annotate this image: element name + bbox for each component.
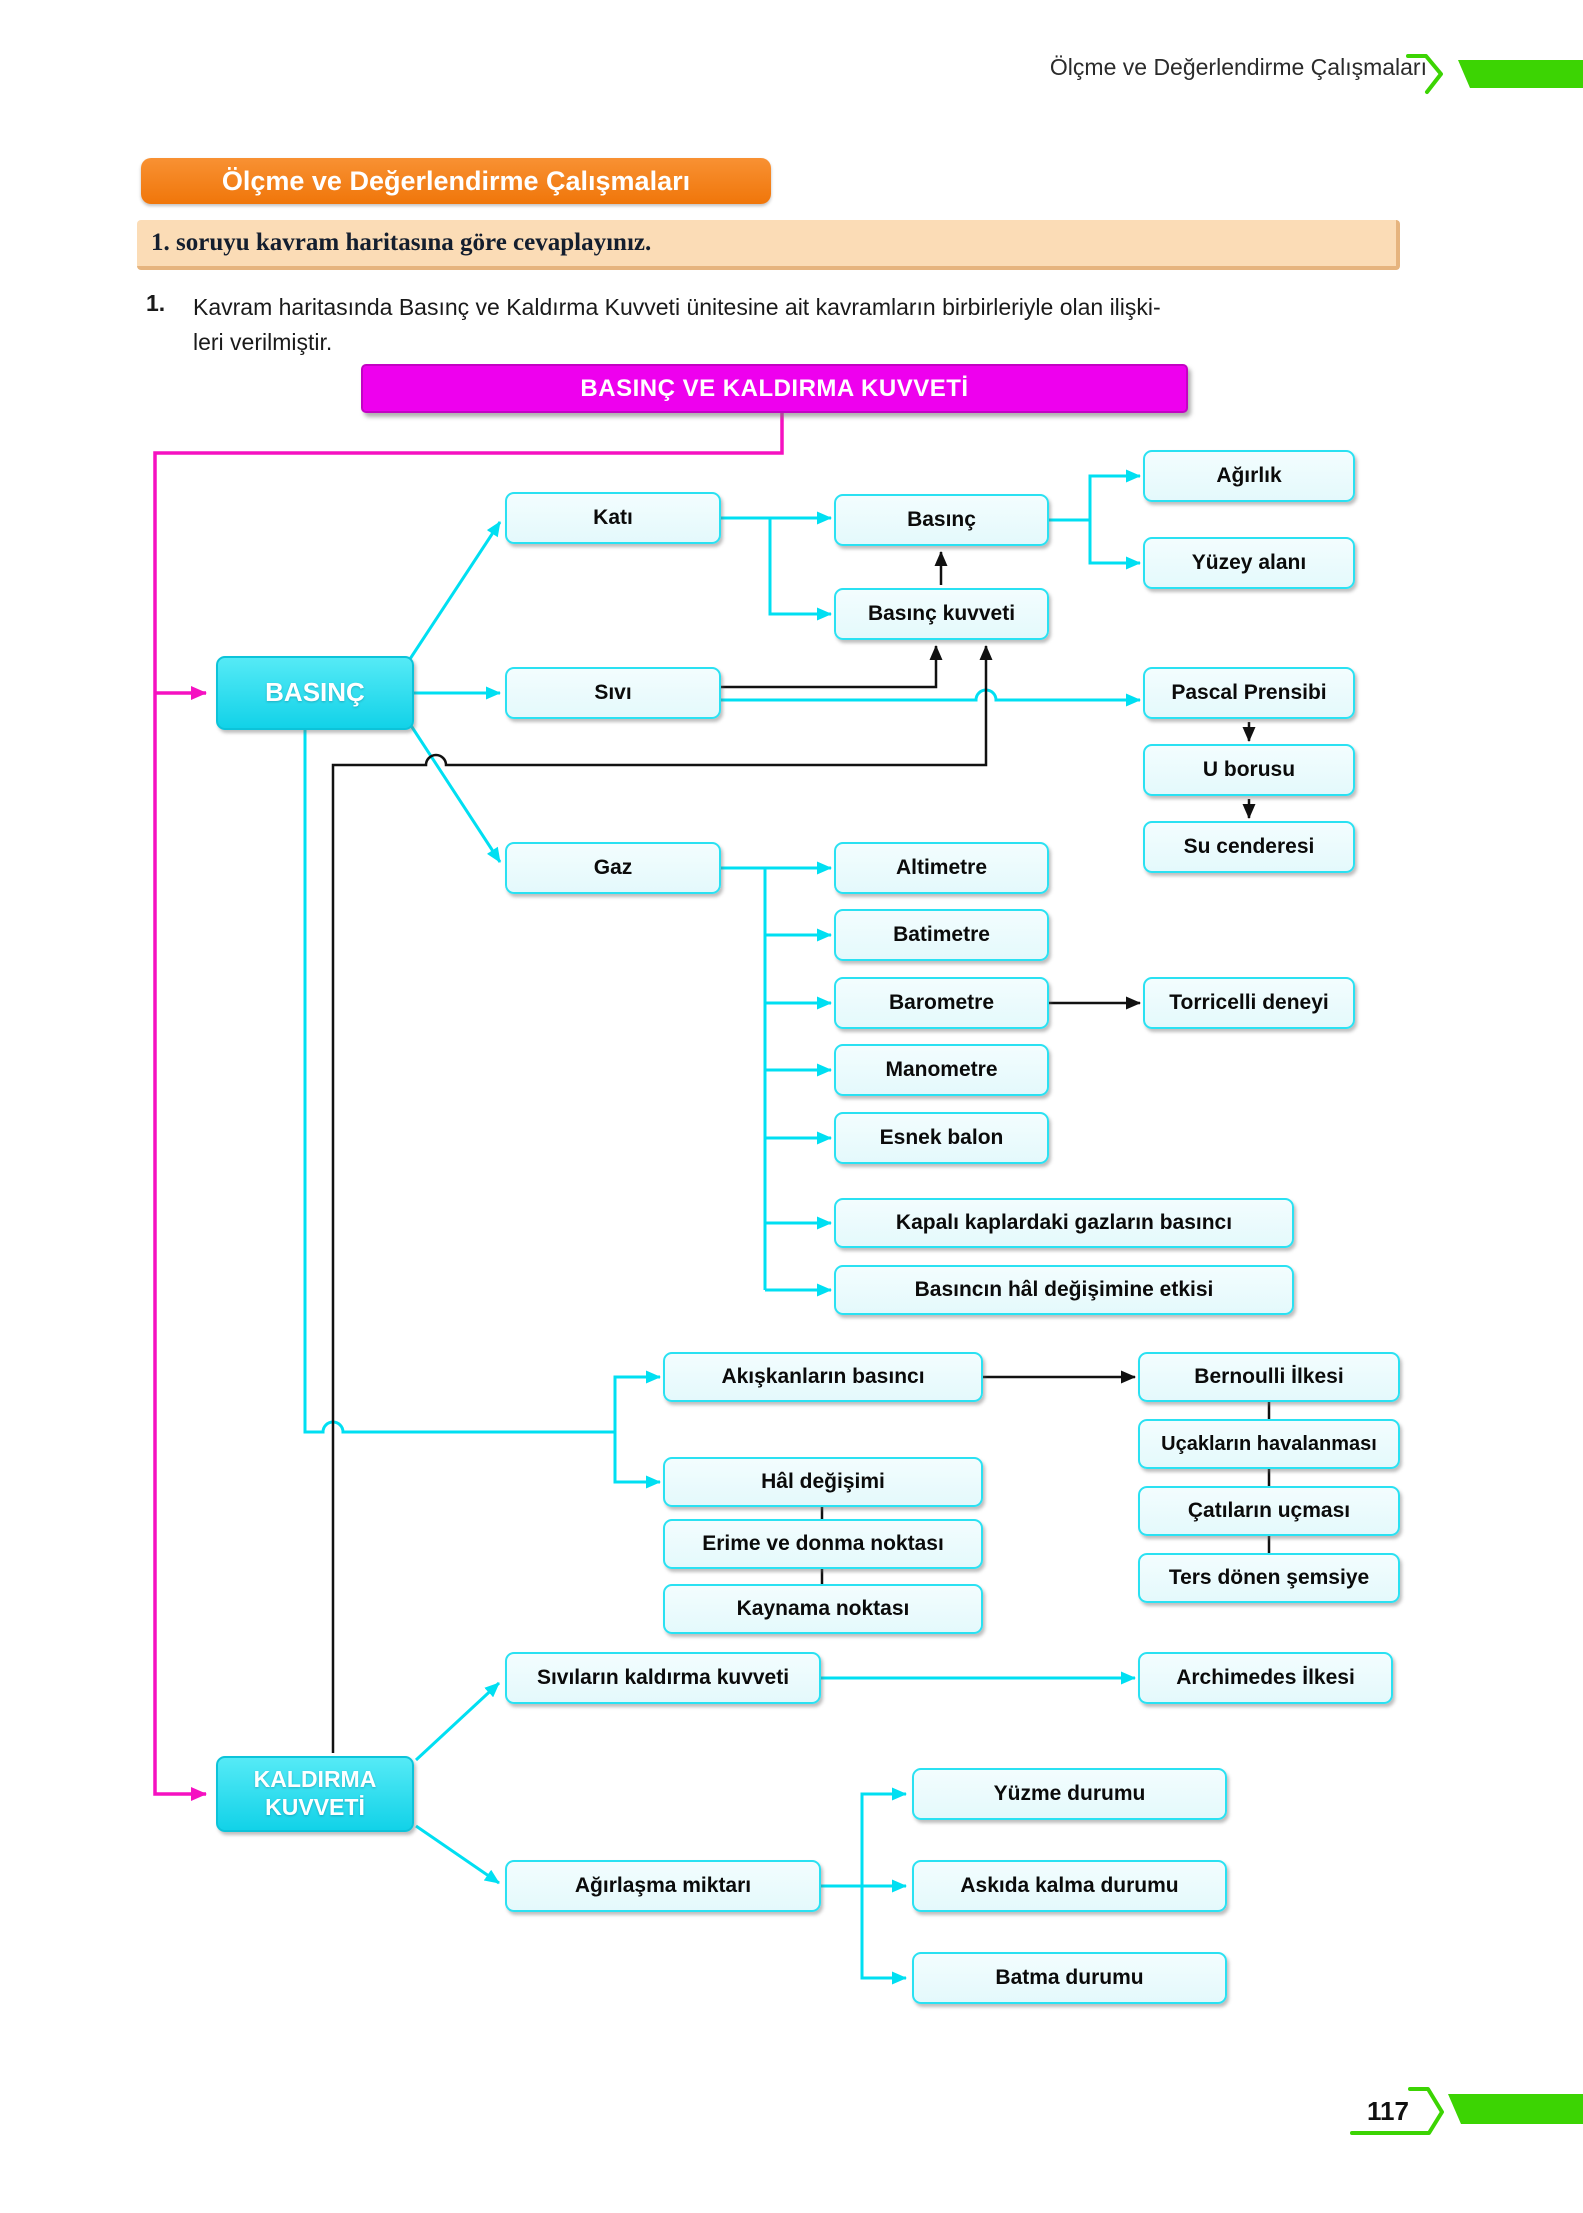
question-text: Kavram haritasında Basınç ve Kaldırma Ku… <box>193 290 1413 360</box>
node-gaz: Gaz <box>505 842 721 894</box>
node-archimedes-ilkesi: Archimedes İlkesi <box>1138 1652 1393 1704</box>
question-line-1: Kavram haritasında Basınç ve Kaldırma Ku… <box>193 294 1161 320</box>
header-green-arrow-icon <box>1406 54 1583 94</box>
node-esnek-balon: Esnek balon <box>834 1112 1049 1164</box>
node-agirlik: Ağırlık <box>1143 450 1355 502</box>
node-basinc-kuvveti: Basınç kuvveti <box>834 588 1049 640</box>
node-erime-ve-donma-noktasi: Erime ve donma noktası <box>663 1519 983 1569</box>
node-agirlasma-miktari: Ağırlaşma miktarı <box>505 1860 821 1912</box>
node-yuzme-durumu: Yüzme durumu <box>912 1768 1227 1820</box>
node-manometre: Manometre <box>834 1044 1049 1096</box>
node-yuzey-alani: Yüzey alanı <box>1143 537 1355 589</box>
node-hal-degisimi: Hâl değişimi <box>663 1457 983 1507</box>
node-basinc: Basınç <box>834 494 1049 546</box>
node-batimetre: Batimetre <box>834 909 1049 961</box>
section-title: Ölçme ve Değerlendirme Çalışmaları <box>141 158 771 204</box>
instruction-text: 1. soruyu kavram haritasına göre cevapla… <box>151 229 652 256</box>
node-torricelli-deneyi: Torricelli deneyi <box>1143 977 1355 1029</box>
node-u-borusu: U borusu <box>1143 744 1355 796</box>
node-catilarin-ucmasi: Çatıların uçması <box>1138 1486 1400 1536</box>
question-line-2: leri verilmiştir. <box>193 329 333 355</box>
node-basincin-hal-degisimine-etkisi: Basıncın hâl değişimine etkisi <box>834 1265 1294 1315</box>
node-askida-kalma-durumu: Askıda kalma durumu <box>912 1860 1227 1912</box>
node-sivilarin-kaldirma-kuvveti: Sıvıların kaldırma kuvveti <box>505 1652 821 1704</box>
footer-green-arrow-icon <box>1350 2087 1583 2135</box>
node-kaynama-noktasi: Kaynama noktası <box>663 1584 983 1634</box>
node-kaldirma-kuvveti-main: KALDIRMA KUVVETİ <box>216 1756 414 1832</box>
node-kaldirma-line1: KALDIRMA <box>253 1766 377 1793</box>
node-akiskanlarin-basinci: Akışkanların basıncı <box>663 1352 983 1402</box>
node-ters-donen-semsiye: Ters dönen şemsiye <box>1138 1553 1400 1603</box>
question-number: 1. <box>146 290 166 316</box>
running-header-title: Ölçme ve Değerlendirme Çalışmaları <box>1049 54 1427 80</box>
node-kaldirma-line2: KUVVETİ <box>265 1794 365 1820</box>
node-bernoulli-ilkesi: Bernoulli İlkesi <box>1138 1352 1400 1402</box>
instruction-banner: 1. soruyu kavram haritasına göre cevapla… <box>137 220 1400 270</box>
node-altimetre: Altimetre <box>834 842 1049 894</box>
node-barometre: Barometre <box>834 977 1049 1029</box>
node-batma-durumu: Batma durumu <box>912 1952 1227 2004</box>
node-pascal-prensibi: Pascal Prensibi <box>1143 667 1355 719</box>
page-number: 117 <box>1367 2096 1409 2126</box>
node-basinc-main: BASINÇ <box>216 656 414 730</box>
node-kati: Katı <box>505 492 721 544</box>
node-kapali-kaplardaki-gazlarin-basinci: Kapalı kaplardaki gazların basıncı <box>834 1198 1294 1248</box>
node-ucaklarin-havalanmasi: Uçakların havalanması <box>1138 1419 1400 1469</box>
node-su-cenderesi: Su cenderesi <box>1143 821 1355 873</box>
node-sivi: Sıvı <box>505 667 721 719</box>
node-root-basinc-ve-kaldirma-kuvveti: BASINÇ VE KALDIRMA KUVVETİ <box>361 364 1188 413</box>
